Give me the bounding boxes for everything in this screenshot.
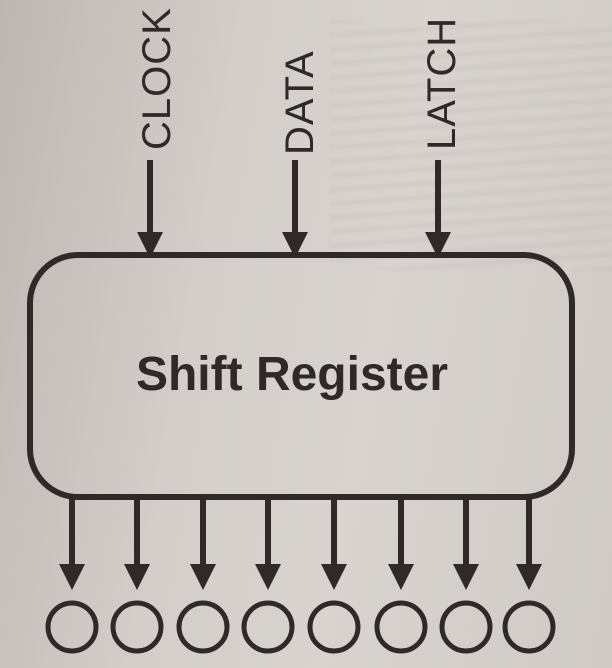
- shift-register-block: [27, 252, 575, 500]
- block-title: Shift Register: [136, 348, 448, 401]
- output-node-circle: [307, 600, 361, 654]
- output-4: [241, 497, 295, 654]
- input-arrow-latch: [425, 160, 451, 258]
- input-arrow-data: [282, 160, 308, 258]
- output-node-circle: [439, 600, 493, 654]
- output-node-circle: [176, 600, 230, 654]
- output-8: [502, 497, 556, 654]
- output-arrow-head: [453, 564, 479, 590]
- output-node-circle: [502, 600, 556, 654]
- output-arrow-head: [59, 564, 85, 590]
- output-7: [439, 497, 493, 654]
- output-5: [307, 497, 361, 654]
- input-arrow-clock: [137, 160, 163, 258]
- input-label-data: DATA: [278, 50, 322, 155]
- output-arrow-head: [124, 564, 150, 590]
- input-label-latch: LATCH: [420, 17, 464, 150]
- output-2: [110, 497, 164, 654]
- output-1: [45, 497, 99, 654]
- output-node-circle: [374, 600, 428, 654]
- output-node-circle: [110, 600, 164, 654]
- output-arrow-head: [321, 564, 347, 590]
- output-arrow-head: [190, 564, 216, 590]
- output-6: [374, 497, 428, 654]
- output-3: [176, 497, 230, 654]
- output-arrow-head: [516, 564, 542, 590]
- input-label-clock: CLOCK: [135, 7, 179, 150]
- output-arrow-head: [388, 564, 414, 590]
- output-node-circle: [241, 600, 295, 654]
- output-arrow-head: [255, 564, 281, 590]
- output-node-circle: [45, 600, 99, 654]
- bleed-through-text: [330, 20, 612, 270]
- output-group: [45, 497, 556, 654]
